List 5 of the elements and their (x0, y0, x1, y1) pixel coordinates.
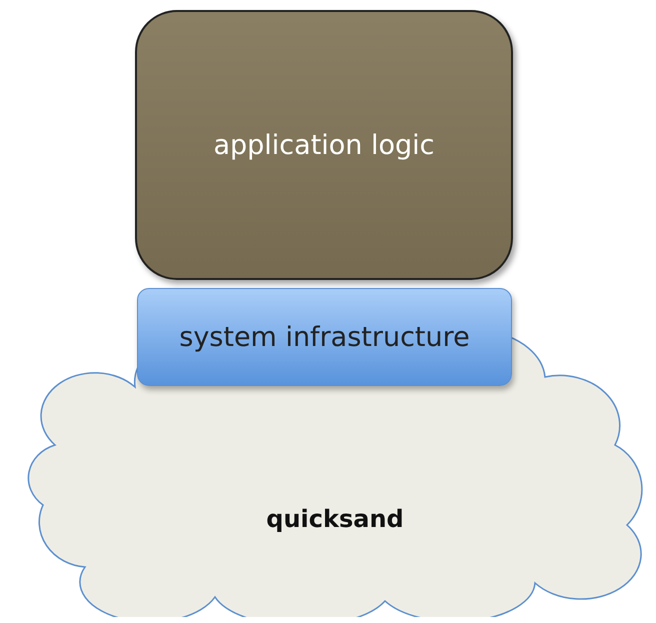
box-label: application logic (213, 130, 435, 160)
cloud-label: quicksand (266, 504, 404, 532)
layer-box (137, 288, 512, 386)
box-label: system infrastructure (179, 322, 470, 352)
layer-box (135, 10, 513, 280)
